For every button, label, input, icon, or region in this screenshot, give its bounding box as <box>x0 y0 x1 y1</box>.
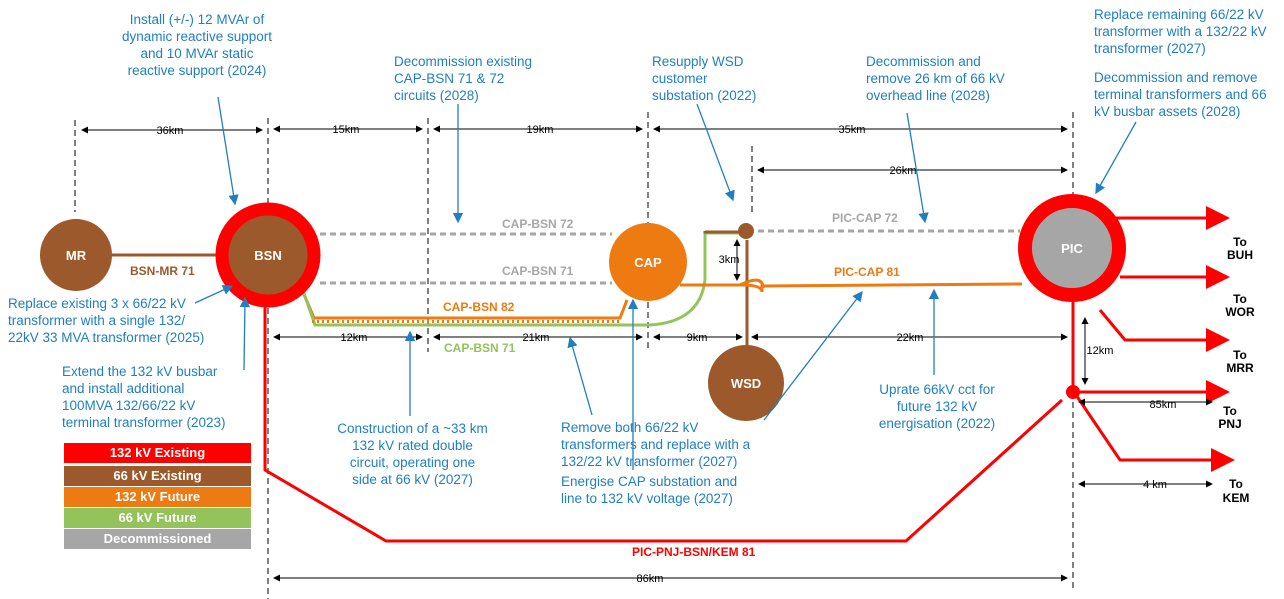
legend-66kv-future: 66 kV Future <box>64 508 251 528</box>
note-uprate-66kv: Uprate 66kV cct for future 132 kV energi… <box>878 382 996 431</box>
dest-wor-to: To <box>1233 292 1247 306</box>
label-cap-bsn-72: CAP-BSN 72 <box>502 217 574 231</box>
dist-3km: 3km <box>719 254 740 266</box>
pic-outgoing-lines <box>1071 206 1235 472</box>
legend-decommissioned: Decommissioned <box>64 529 251 549</box>
label-cap-bsn-71-new: CAP-BSN 71 <box>444 341 516 355</box>
node-cap <box>609 223 687 301</box>
dist-4km: 4 km <box>1143 479 1167 491</box>
note-replace-existing-3x: Replace existing 3 x 66/22 kV transforme… <box>8 296 205 345</box>
dist-21km: 21km <box>523 332 550 344</box>
dest-mrr-to: To <box>1233 348 1247 362</box>
dest-buh-to: To <box>1233 235 1247 249</box>
note-remove-both: Remove both 66/22 kV transformers and re… <box>561 420 751 469</box>
line-pic-cap-81-hop <box>739 278 765 289</box>
label-bsn: BSN <box>254 248 281 263</box>
line-pic-pnj-bsn-kem-81 <box>263 300 1064 543</box>
dist-35km: 35km <box>839 124 866 136</box>
dest-pnj-to: To <box>1223 404 1237 418</box>
dist-12km-b: 12km <box>1087 345 1114 357</box>
legend-66kv-existing: 66 kV Existing <box>64 466 251 486</box>
dist-22km: 22km <box>897 332 924 344</box>
dist-36km: 36km <box>157 125 184 137</box>
label-cap-bsn-71-old: CAP-BSN 71 <box>502 264 574 278</box>
note-resupply-wsd: Resupply WSD customer substation (2022) <box>652 54 757 103</box>
dest-kem-to: To <box>1229 477 1243 491</box>
decommissioned-lines <box>320 229 1020 285</box>
note-replace-remaining: Replace remaining 66/22 kV transformer w… <box>1094 7 1267 56</box>
dist-85km: 85km <box>1150 399 1177 411</box>
dest-wor: WOR <box>1225 305 1255 319</box>
dist-12km-a: 12km <box>341 332 368 344</box>
note-construction-33km: Construction of a ~33 km 132 kV rated do… <box>337 421 488 487</box>
callout-arrows <box>194 96 1137 470</box>
pic-junction-dot <box>1066 385 1080 399</box>
wsd-supply-top <box>703 230 740 234</box>
label-pic-pnj-bsn-kem-81: PIC-PNJ-BSN/KEM 81 <box>632 545 756 559</box>
legend-132kv-existing: 132 kV Existing <box>64 443 251 463</box>
line-cap-bsn-71-new <box>298 231 740 327</box>
node-mr <box>40 219 112 291</box>
dist-15km: 15km <box>333 124 360 136</box>
note-energise-cap: Energise CAP substation and line to 132 … <box>561 474 738 506</box>
dest-mrr: MRR <box>1226 361 1254 375</box>
dist-19km: 19km <box>527 124 554 136</box>
note-extend-busbar: Extend the 132 kV busbar and install add… <box>62 364 226 430</box>
note-install-reactive: Install (+/-) 12 MVAr of dynamic reactiv… <box>121 12 273 78</box>
label-pic-cap-81: PIC-CAP 81 <box>834 265 900 279</box>
note-decommission-terminal: Decommission and remove terminal transfo… <box>1094 70 1267 119</box>
dist-86km: 86km <box>637 573 664 585</box>
note-decommission-26km: Decommission and remove 26 km of 66 kV o… <box>866 54 1005 103</box>
label-wsd: WSD <box>731 376 761 391</box>
note-decommission-cap-bsn: Decommission existing CAP-BSN 71 & 72 ci… <box>394 54 533 103</box>
node-bsn <box>215 202 321 308</box>
label-pic: PIC <box>1061 241 1083 256</box>
label-pic-cap-72: PIC-CAP 72 <box>832 211 898 225</box>
dest-pnj: PNJ <box>1218 417 1241 431</box>
line-pic-cap-81 <box>680 282 1023 293</box>
dest-kem: KEM <box>1223 491 1250 505</box>
label-cap: CAP <box>634 255 662 270</box>
wsd-tap-junction <box>738 223 754 239</box>
label-bsn-mr-71: BSN-MR 71 <box>130 264 195 278</box>
dist-26km: 26km <box>890 165 917 177</box>
dist-9km: 9km <box>687 332 708 344</box>
node-wsd <box>708 345 784 421</box>
dest-buh: BUH <box>1227 248 1253 262</box>
label-cap-bsn-82: CAP-BSN 82 <box>443 300 515 314</box>
node-pic <box>1018 194 1126 302</box>
label-mr: MR <box>66 248 87 263</box>
legend-132kv-future: 132 kV Future <box>64 487 251 507</box>
